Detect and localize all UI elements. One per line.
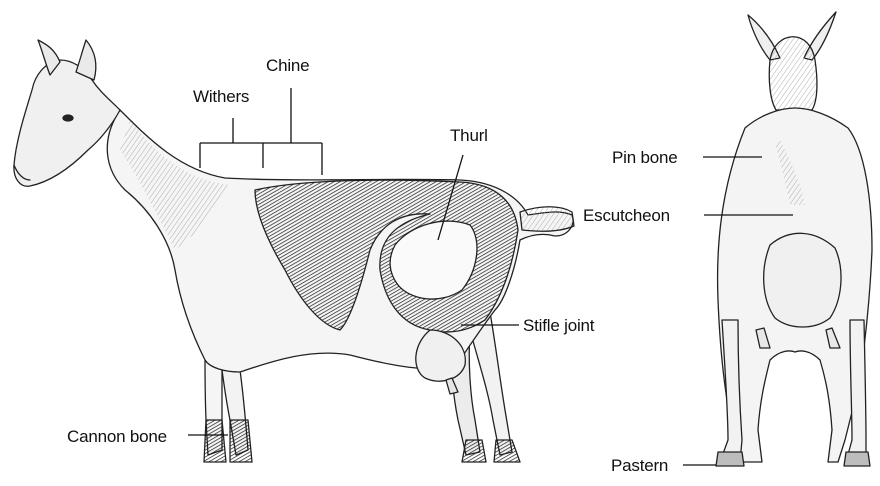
goat-ear-2 (76, 40, 96, 80)
rear-udder (764, 233, 841, 327)
goat-tail (520, 207, 574, 231)
hind-hoof-1 (462, 440, 486, 462)
label-thurl: Thurl (450, 127, 488, 144)
rear-hoof-right (844, 452, 870, 466)
goat-eye (63, 115, 73, 121)
label-withers: Withers (193, 88, 249, 105)
rear-view-goat (716, 12, 872, 466)
withers-bracket (200, 118, 263, 168)
fore-hoof-1 (204, 420, 226, 462)
hind-hoof-2 (494, 440, 520, 462)
label-escutcheon: Escutcheon (583, 207, 670, 224)
rear-leg-left (720, 320, 742, 462)
label-stifle-joint: Stifle joint (523, 317, 594, 334)
side-view-goat (14, 40, 574, 462)
chine-bracket (263, 88, 322, 175)
label-cannon-bone: Cannon bone (67, 428, 167, 445)
label-pastern: Pastern (611, 457, 668, 474)
goat-head (14, 60, 120, 186)
label-pin-bone: Pin bone (612, 149, 678, 166)
rear-hoof-left (716, 452, 744, 466)
fore-hoof-2 (230, 420, 252, 462)
label-chine: Chine (266, 57, 309, 74)
rear-head (769, 37, 817, 110)
